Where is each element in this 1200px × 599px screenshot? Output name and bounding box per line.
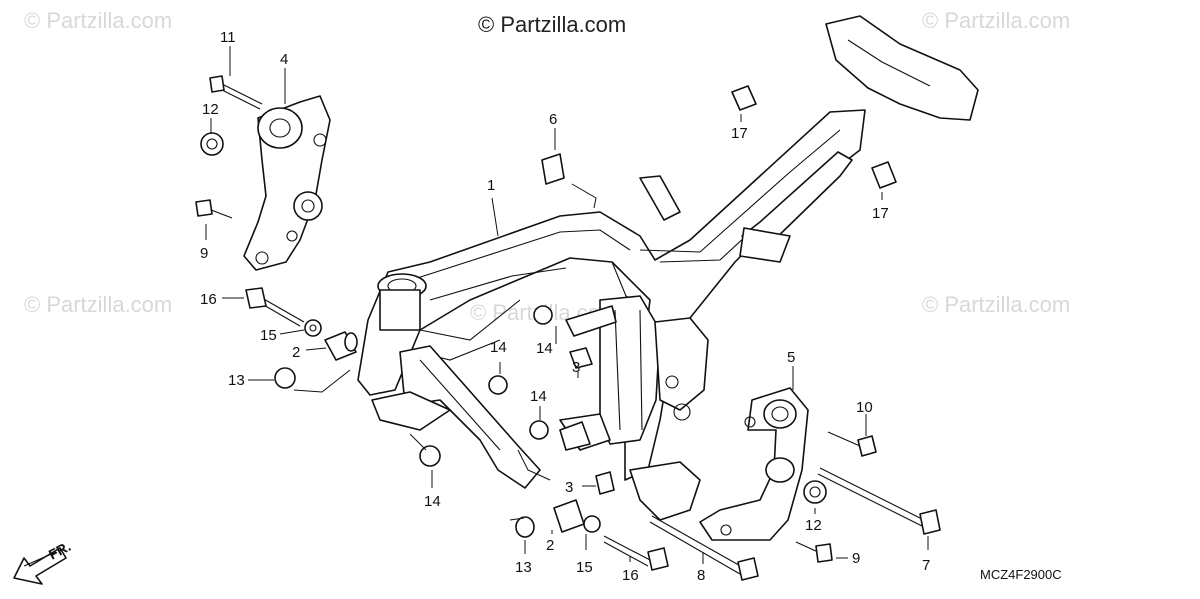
callout-12-bottom: 12: [805, 517, 822, 534]
front-arrow-icon: [13, 547, 67, 585]
callout-17-top: 17: [731, 125, 748, 142]
watermark-mid-right: © Partzilla.com: [922, 292, 1071, 317]
watermark-top-right: © Partzilla.com: [922, 8, 1071, 33]
callout-8: 8: [697, 567, 705, 584]
callout-14-mid: 14: [530, 388, 547, 405]
callout-3-upper: 3: [572, 359, 580, 376]
callout-15-lower: 15: [576, 559, 593, 576]
fasteners: [195, 75, 941, 581]
callout-labels: 1 2 2 3 3 4 5 6 7 8 9 9 10 11 12 12 13 1…: [200, 29, 930, 584]
callout-1: 1: [487, 177, 495, 194]
watermark-top-left: © Partzilla.com: [24, 8, 173, 33]
front-arrow-indicator: FR.: [13, 538, 73, 585]
watermark-mid-left: © Partzilla.com: [24, 292, 173, 317]
diagram-code: MCZ4F2900C: [980, 567, 1062, 582]
callout-12-top: 12: [202, 101, 219, 118]
callout-16-lower: 16: [622, 567, 639, 584]
callout-13-lower: 13: [515, 559, 532, 576]
callout-2-lower: 2: [546, 537, 554, 554]
callout-11: 11: [220, 29, 236, 46]
main-frame: [357, 15, 979, 521]
callout-14-upper: 14: [536, 340, 553, 357]
callout-4: 4: [280, 51, 288, 68]
callout-17-right: 17: [872, 205, 889, 222]
callout-9-left: 9: [200, 245, 208, 262]
callout-7: 7: [922, 557, 930, 574]
callout-3-lower: 3: [565, 479, 573, 496]
copyright-notice: © Partzilla.com: [478, 12, 627, 37]
leader-lines: [205, 46, 929, 564]
callout-2-left: 2: [292, 344, 300, 361]
engine-hanger-bracket-left: [243, 95, 331, 271]
callout-5: 5: [787, 349, 795, 366]
callout-13-left: 13: [228, 372, 245, 389]
callout-10: 10: [856, 399, 873, 416]
callout-15-left: 15: [260, 327, 277, 344]
callout-9-right: 9: [852, 550, 860, 567]
callout-14-left: 14: [424, 493, 441, 510]
callout-6: 6: [549, 111, 557, 128]
callout-14-center: 14: [490, 339, 507, 356]
engine-hanger-bracket-right: [699, 387, 809, 541]
callout-16-left: 16: [200, 291, 217, 308]
